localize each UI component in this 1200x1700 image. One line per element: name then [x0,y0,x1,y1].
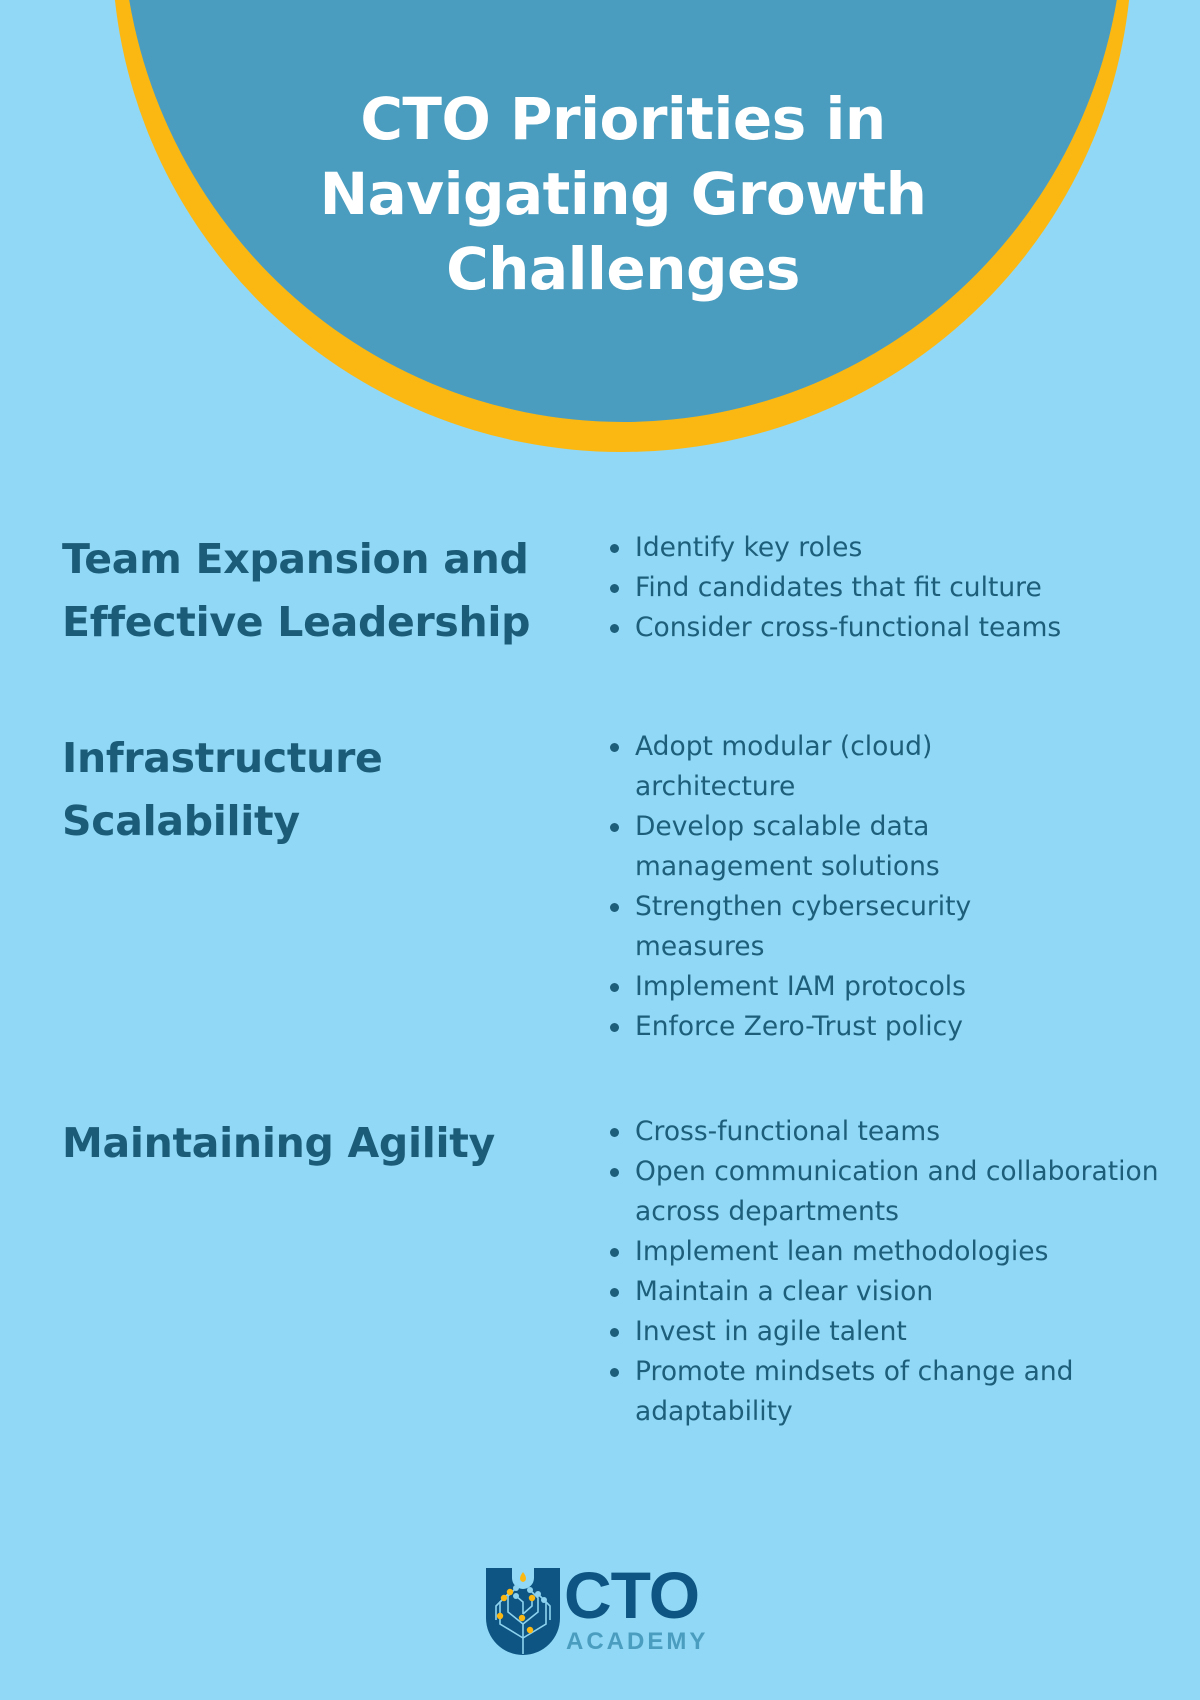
list-item: Invest in agile talent [608,1312,1168,1352]
list-item: Open communication and collaboration acr… [608,1152,1168,1232]
heading-line: Scalability [62,797,300,845]
title-line: CTO Priorities in [360,85,886,153]
logo-brand-academy: ACADEMY [566,1628,709,1655]
logo-brand-cto: CTO [564,1558,700,1632]
section-heading: Team Expansion and Effective Leadership [62,528,582,654]
hero-banner: CTO Priorities in Navigating Growth Chal… [0,0,1200,470]
bullet-list: Identify key roles Find candidates that … [608,528,1168,648]
heading-line: Team Expansion and [62,535,529,583]
list-item: Identify key roles [608,528,1168,568]
cto-academy-logo: CTO ACADEMY [486,1562,726,1658]
heading-line: Maintaining Agility [62,1119,495,1167]
list-item: Consider cross-functional teams [608,608,1168,648]
list-item: Adopt modular (cloud) architecture [608,727,1048,807]
list-item: Strengthen cybersecurity measures [608,887,1048,967]
list-item: Maintain a clear vision [608,1272,1168,1312]
title-line: Navigating Growth [319,160,927,228]
list-item: Find candidates that fit culture [608,568,1168,608]
circuit-shield-icon [486,1568,560,1655]
list-item: Implement lean methodologies [608,1232,1168,1272]
heading-line: Effective Leadership [62,598,531,646]
section-heading: Maintaining Agility [62,1112,582,1175]
list-item: Cross-functional teams [608,1112,1168,1152]
page-title: CTO Priorities in Navigating Growth Chal… [223,82,1023,307]
list-item: Enforce Zero-Trust policy [608,1007,1048,1047]
list-item: Promote mindsets of change and adaptabil… [608,1352,1168,1432]
bullet-list: Adopt modular (cloud) architecture Devel… [608,727,1048,1047]
list-item: Implement IAM protocols [608,967,1048,1007]
list-item: Develop scalable data management solutio… [608,807,1048,887]
heading-line: Infrastructure [62,734,383,782]
section-heading: Infrastructure Scalability [62,727,582,853]
bullet-list: Cross-functional teams Open communicatio… [608,1112,1168,1432]
title-line: Challenges [446,235,800,303]
